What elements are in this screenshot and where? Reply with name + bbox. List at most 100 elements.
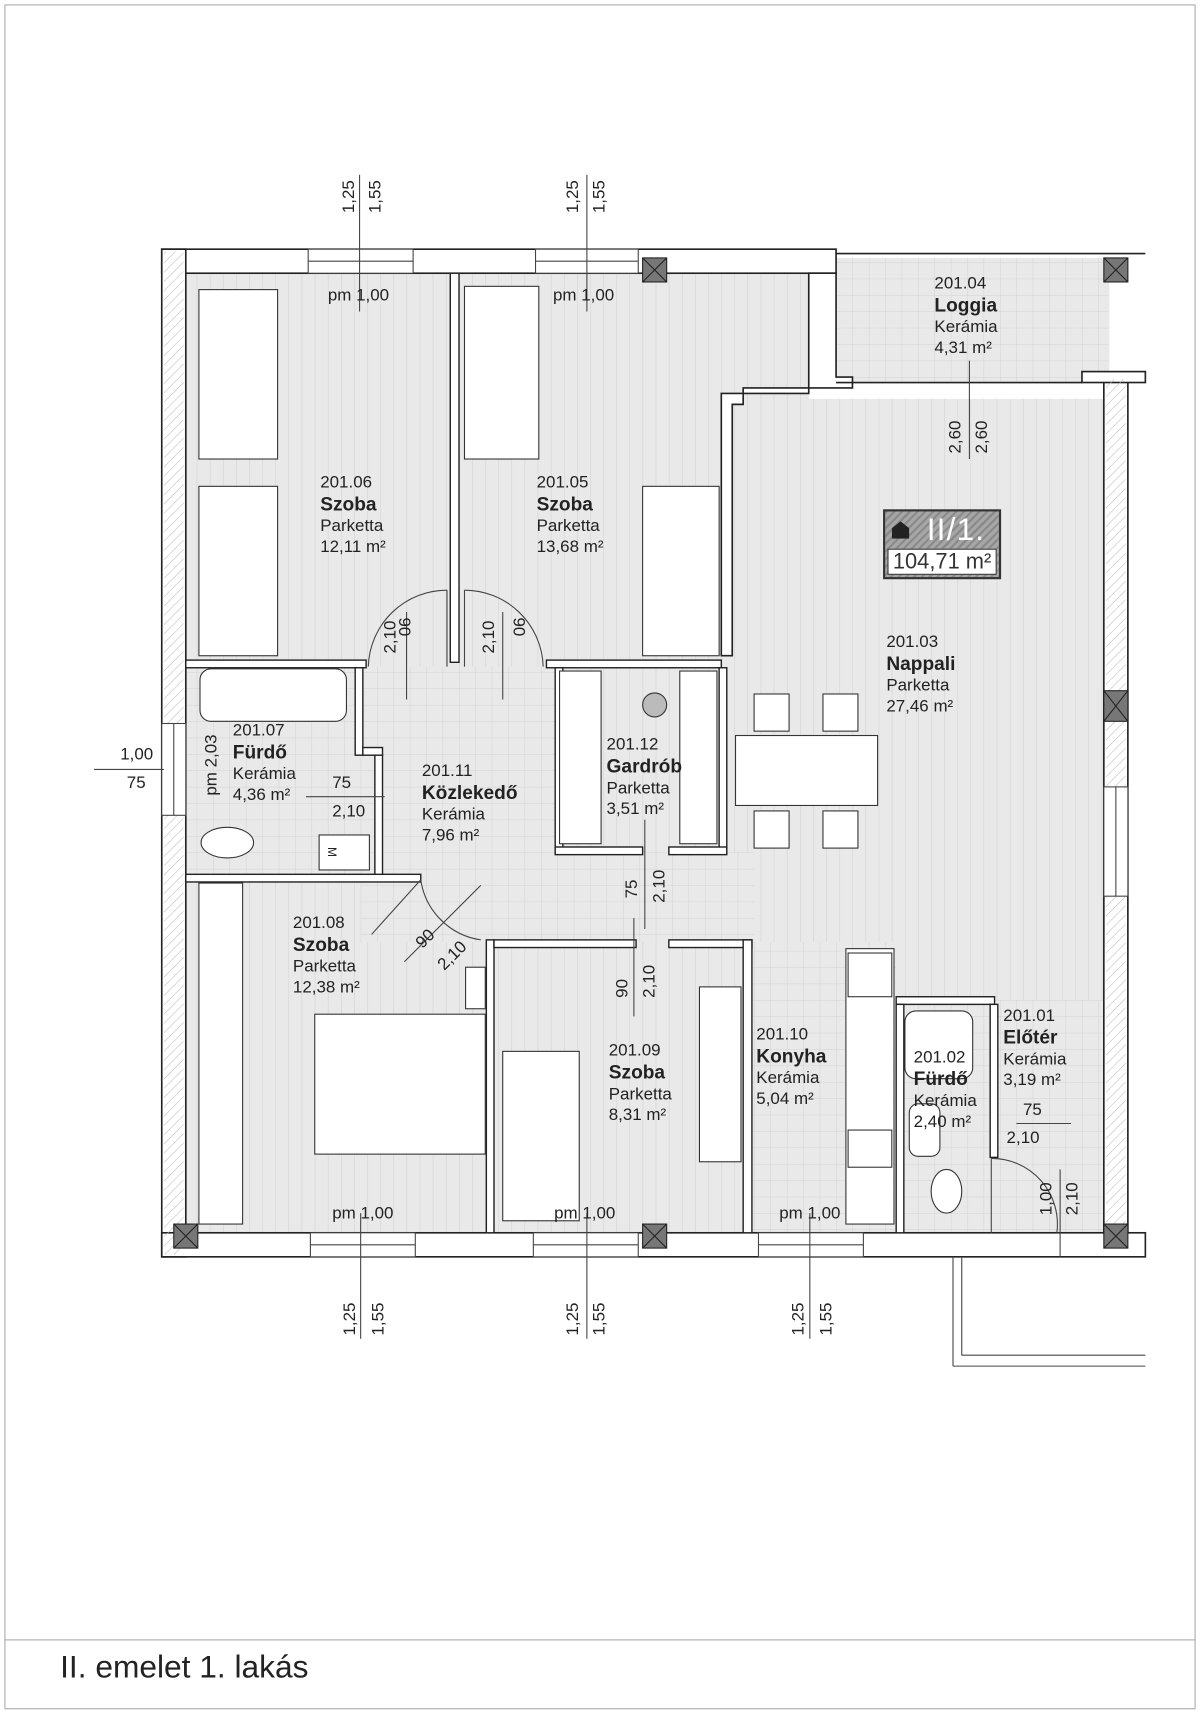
room-number: 201.10 (756, 1025, 809, 1044)
bed (198, 289, 279, 460)
room-201-04: 201.04 Loggia Kerámia 4,31 m² (934, 273, 997, 358)
bed (642, 485, 720, 657)
room-number: 201.01 (1003, 1006, 1056, 1026)
wardrobe (679, 670, 718, 845)
room-number: 201.06 (320, 473, 373, 492)
door-height-label: 2,10 (1006, 1128, 1040, 1148)
door-width-label: 75 (1022, 1100, 1042, 1120)
stove (847, 952, 893, 998)
room-floor: Kerámia (1003, 1050, 1067, 1069)
room-name: Gardrób (606, 755, 683, 778)
room-area: 2,40 m² (913, 1112, 972, 1132)
window-width-label: 1,25 (339, 180, 359, 214)
room-area: 4,36 m² (232, 785, 291, 805)
windows (161, 248, 1129, 1258)
entrance-door-height-label: 2,10 (1063, 1182, 1082, 1216)
room-area: 13,68 m² (536, 537, 604, 557)
room-area: 8,31 m² (608, 1106, 667, 1125)
window-height-label: 1,55 (366, 180, 385, 214)
room-area: 7,96 m² (421, 826, 480, 845)
footer-divider (4, 1639, 1196, 1641)
room-area: 5,04 m² (756, 1089, 814, 1109)
bathtub (199, 668, 347, 722)
sill-height-label: pm 1,00 (327, 286, 390, 305)
room-201-02: 201.02 Fürdő Kerámia 2,40 m² (914, 1047, 977, 1132)
door-height-label: 2,10 (650, 869, 669, 903)
door-width-label: 90 (394, 617, 414, 637)
room-201-01: 201.01 Előtér Kerámia 3,19 m² (1003, 1005, 1066, 1090)
floor-plan-drawing (93, 174, 1147, 1367)
window-width-label: 1,25 (340, 1302, 360, 1336)
bed (502, 1050, 580, 1222)
room-number: 201.07 (232, 721, 285, 740)
room-name: Szoba (320, 492, 377, 515)
room-201-07: 201.07 Fürdő Kerámia 4,36 m² (233, 720, 296, 805)
room-name: Szoba (536, 492, 593, 515)
room-number: 201.03 (886, 632, 939, 652)
room-201-08: 201.08 Szoba Parketta 12,38 m² (293, 913, 360, 998)
room-name: Konyha (756, 1044, 827, 1067)
room-201-10: 201.10 Konyha Kerámia 5,04 m² (756, 1024, 826, 1109)
room-name: Előtér (1003, 1026, 1058, 1049)
sheet-frame (4, 4, 1196, 1710)
room-area: 4,31 m² (934, 338, 992, 358)
window-height-label: 1,55 (817, 1302, 837, 1336)
room-area: 12,38 m² (292, 978, 360, 997)
room-floor: Kerámia (934, 318, 998, 337)
room-number: 201.11 (421, 761, 473, 781)
window-height-label: 1,55 (590, 1302, 609, 1336)
room-name: Nappali (886, 652, 956, 675)
sill-height-label: pm 1,00 (554, 1204, 616, 1223)
bed (198, 485, 279, 657)
interior-walls (185, 272, 999, 1234)
unit-code: II/1. (926, 512, 986, 547)
door-width-label: 75 (332, 773, 352, 793)
bed (463, 285, 540, 460)
sill-height-label: pm 1,00 (779, 1204, 841, 1223)
door-height-label: 2,10 (640, 964, 660, 998)
wardrobe (198, 882, 244, 1225)
room-number: 201.05 (536, 473, 589, 492)
washing-machine-label: M (324, 846, 338, 858)
room-number: 201.12 (606, 735, 659, 755)
door-width-label: 75 (622, 879, 642, 899)
room-number: 201.08 (292, 913, 345, 933)
room-area: 3,51 m² (606, 800, 665, 819)
room-number: 201.02 (913, 1048, 966, 1067)
room-floor: Parketta (608, 1085, 672, 1104)
room-201-03: 201.03 Nappali Parketta 27,46 m² (886, 632, 955, 717)
double-bed (314, 1013, 486, 1155)
room-201-11: 201.11 Közlekedő Kerámia 7,96 m² (422, 761, 518, 846)
door-swings (367, 589, 1146, 1367)
room-floor: Kerámia (913, 1091, 977, 1111)
unit-area: 104,71 m² (887, 548, 997, 575)
room-name: Közlekedő (421, 781, 518, 804)
room-area: 3,19 m² (1003, 1071, 1061, 1090)
washing-machine (318, 834, 370, 871)
window-height-label: 1,55 (369, 1302, 388, 1336)
furniture (198, 285, 974, 1225)
room-floor: Parketta (320, 516, 384, 536)
window-height-label: 1,55 (590, 180, 609, 214)
room-201-05: 201.05 Szoba Parketta 13,68 m² (537, 472, 604, 557)
room-area: 12,11 m² (320, 537, 386, 557)
room-name: Szoba (608, 1061, 666, 1084)
wardrobe (698, 986, 742, 1163)
room-201-06: 201.06 Szoba Parketta 12,11 m² (320, 472, 386, 557)
room-floor: Parketta (606, 779, 670, 798)
loggia-door-height-label: 2,60 (972, 420, 992, 454)
sink (847, 1129, 893, 1168)
door-height-label: 2,10 (479, 620, 499, 654)
window-width-label: 1,25 (789, 1302, 808, 1336)
shower (904, 1010, 974, 1080)
unit-badge: II/1. 104,71 m² (883, 509, 1002, 580)
door-width-label: 90 (509, 617, 528, 637)
toilet (200, 826, 255, 859)
entrance-door-width-label: 1,00 (1037, 1182, 1056, 1216)
window-width-label: 1,25 (563, 1302, 583, 1336)
ceiling-light (642, 692, 668, 718)
door-width-label: 90 (613, 978, 632, 998)
room-number: 201.04 (934, 274, 987, 293)
room-number: 201.09 (608, 1041, 661, 1061)
